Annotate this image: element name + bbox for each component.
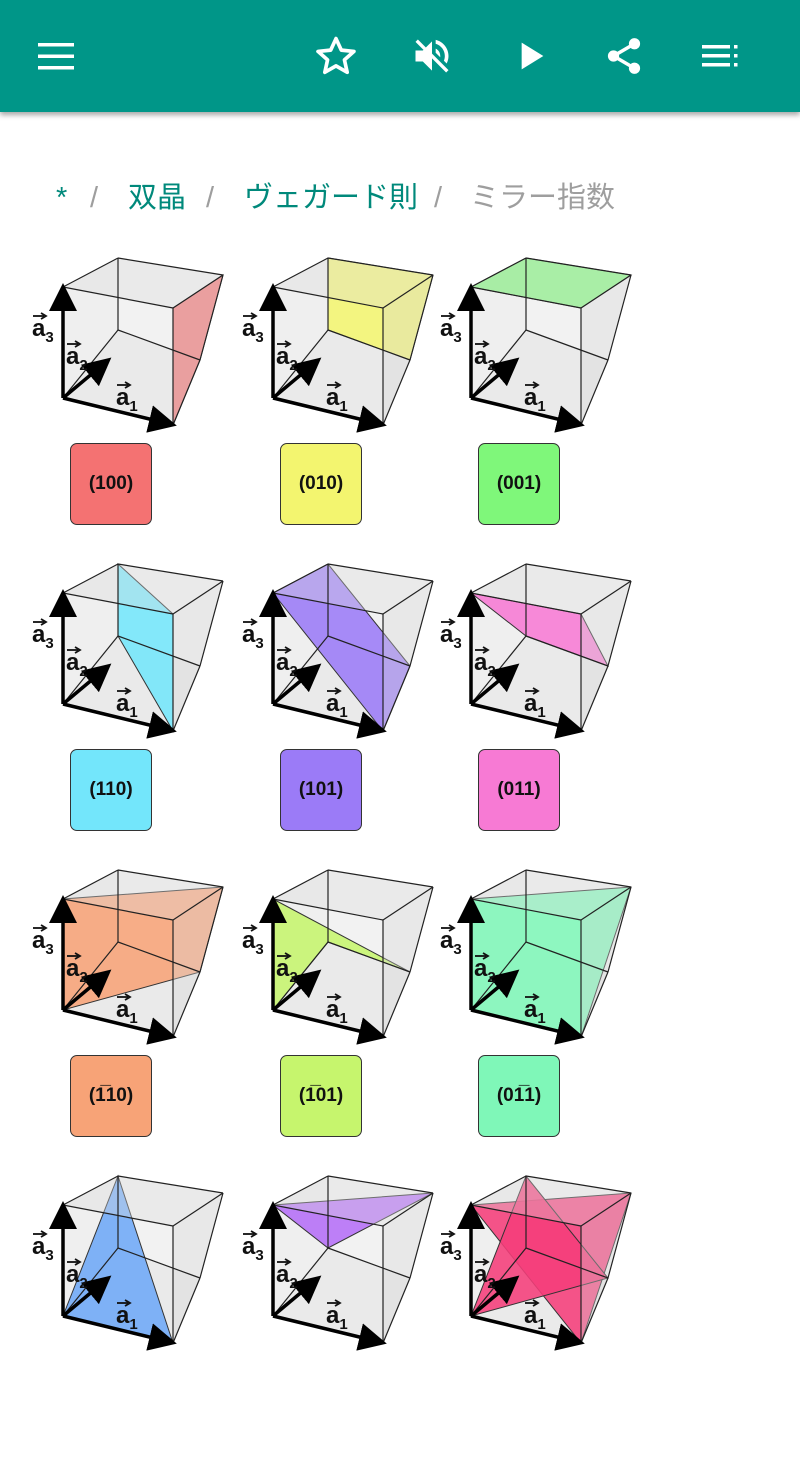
breadcrumb-separator: / — [206, 182, 215, 214]
axis-label-a3: a3 — [242, 621, 264, 652]
axis-label-a3: a3 — [440, 621, 462, 652]
miller-index-badge[interactable]: (110) — [70, 749, 152, 831]
playlist-icon — [702, 45, 738, 67]
breadcrumb-item-vegard[interactable]: ヴェガード則 — [244, 182, 419, 214]
miller-index-badge[interactable]: (1̅01) — [280, 1055, 362, 1137]
breadcrumb-separator: / — [434, 182, 443, 214]
breadcrumb-current: ミラー指数 — [470, 182, 616, 214]
favorite-button[interactable] — [308, 28, 364, 84]
mute-button[interactable] — [404, 28, 460, 84]
miller-index-badge[interactable]: (101) — [280, 749, 362, 831]
menu-icon — [38, 43, 74, 70]
axis-label-a3: a3 — [440, 927, 462, 958]
play-button[interactable] — [502, 28, 558, 84]
axis-label-a3: a3 — [242, 315, 264, 346]
playlist-button[interactable] — [692, 28, 748, 84]
play-icon — [521, 42, 544, 70]
volume-off-icon — [415, 39, 449, 73]
axis-label-a3: a3 — [242, 1233, 264, 1264]
miller-index-badge[interactable]: (100) — [70, 443, 152, 525]
share-button[interactable] — [596, 28, 652, 84]
miller-index-badge[interactable]: (1̅10) — [70, 1055, 152, 1137]
axis-label-a3: a3 — [32, 621, 54, 652]
axis-label-a3: a3 — [440, 315, 462, 346]
breadcrumb-separator: / — [90, 182, 99, 214]
axis-label-a3: a3 — [32, 1233, 54, 1264]
axis-label-a3: a3 — [440, 1233, 462, 1264]
menu-button[interactable] — [28, 28, 84, 84]
share-icon — [607, 38, 641, 74]
breadcrumb-home[interactable]: * — [56, 182, 68, 214]
axis-label-a3: a3 — [242, 927, 264, 958]
app-bar — [0, 0, 800, 112]
miller-index-badge[interactable]: (01̅1) — [478, 1055, 560, 1137]
breadcrumb-item-twins[interactable]: 双晶 — [128, 182, 187, 214]
axis-label-a3: a3 — [32, 927, 54, 958]
miller-index-badge[interactable]: (010) — [280, 443, 362, 525]
star-outline-icon — [316, 36, 356, 75]
miller-index-badge[interactable]: (011) — [478, 749, 560, 831]
axis-label-a3: a3 — [32, 315, 54, 346]
miller-index-badge[interactable]: (001) — [478, 443, 560, 525]
